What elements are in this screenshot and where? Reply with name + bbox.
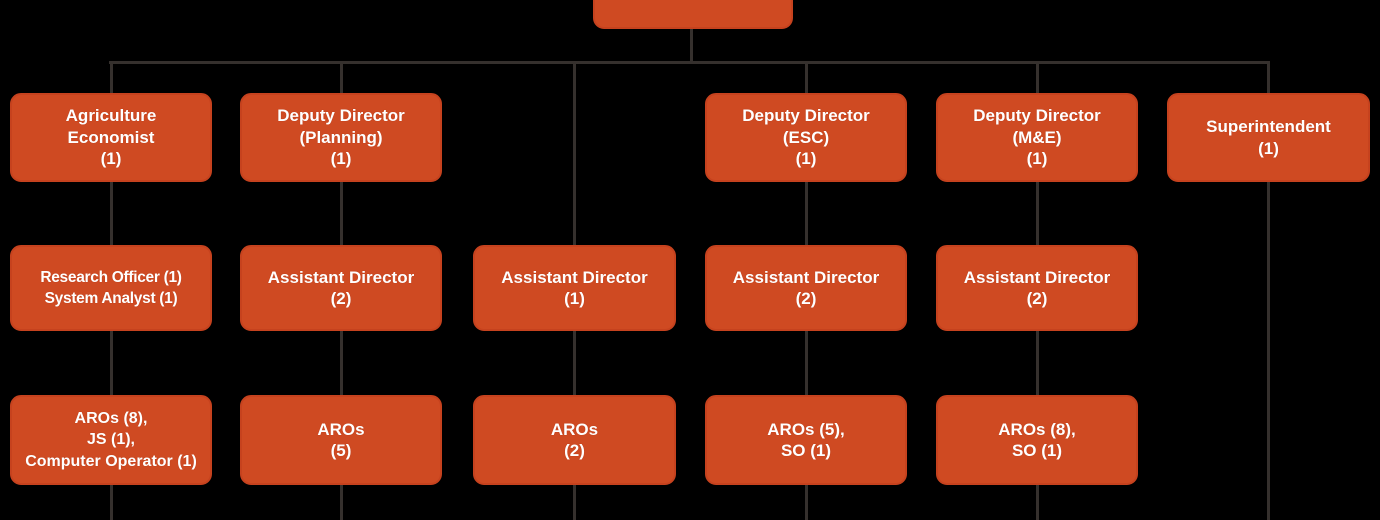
node-label-line: (2) (564, 441, 585, 460)
org-node-deputy-director-planning: Deputy Director (Planning) (1) (240, 93, 442, 182)
node-label-line: Research Officer (1) (40, 269, 182, 286)
node-label-line: Computer Operator (1) (25, 452, 197, 470)
org-node-aros-5-so-1: AROs (5), SO (1) (705, 395, 907, 485)
org-node-superintendent: Superintendent (1) (1167, 93, 1370, 182)
node-label-line: Deputy Director (973, 106, 1101, 126)
node-label-line: (Planning) (299, 127, 383, 147)
connector-col3-mid2 (573, 330, 576, 397)
connector-col1-bottom (110, 484, 113, 520)
node-label-line: (2) (330, 289, 352, 308)
node-label-line: (1) (1258, 138, 1279, 158)
org-node-deputy-director-esc: Deputy Director (ESC) (1) (705, 93, 907, 182)
node-label-line: Deputy Director (742, 106, 870, 126)
node-label-line: Assistant Director (732, 267, 880, 287)
connector-col6-top (1267, 61, 1270, 94)
org-node-root (593, 0, 793, 29)
connector-col5-mid1 (1036, 181, 1039, 247)
connector-col5-top (1036, 61, 1039, 94)
node-label-line: (2) (795, 289, 817, 308)
org-node-aros-2: AROs (2) (473, 395, 676, 485)
node-label-line: Agriculture (65, 106, 157, 126)
node-label-line: (5) (330, 441, 352, 460)
connector-col2-bottom (340, 484, 343, 520)
node-label-line: Superintendent (1206, 117, 1331, 136)
node-label-line: (1) (330, 149, 352, 169)
node-label-line: (1) (100, 149, 122, 169)
connector-col2-mid1 (340, 181, 343, 247)
node-label-line: (M&E) (1012, 127, 1062, 147)
node-label-line: AROs (8), (74, 409, 148, 427)
connector-col4-top (805, 61, 808, 94)
org-node-deputy-director-me: Deputy Director (M&E) (1) (936, 93, 1138, 182)
connector-col5-mid2 (1036, 330, 1039, 397)
connector-col4-mid1 (805, 181, 808, 247)
connector-root-drop (690, 29, 693, 62)
connector-col1-top (110, 61, 113, 94)
org-node-assistant-director-esc: Assistant Director (2) (705, 245, 907, 331)
node-label-line: JS (1), (86, 431, 135, 449)
org-node-aros-8-so-1: AROs (8), SO (1) (936, 395, 1138, 485)
connector-col6-long (1267, 181, 1270, 520)
connector-col3-bottom (573, 484, 576, 520)
node-label-line: System Analyst (1) (44, 290, 178, 307)
org-node-agriculture-economist: Agriculture Economist (1) (10, 93, 212, 182)
connector-col2-mid2 (340, 330, 343, 397)
node-label-line: SO (1) (1011, 441, 1063, 460)
node-label-line: AROs (317, 419, 365, 439)
connector-col5-bottom (1036, 484, 1039, 520)
connector-col4-mid2 (805, 330, 808, 397)
org-node-research-officer-system-analyst: Research Officer (1) System Analyst (1) (10, 245, 212, 331)
node-label-line: Deputy Director (277, 106, 405, 126)
org-node-aros-5: AROs (5) (240, 395, 442, 485)
org-node-assistant-director-planning: Assistant Director (2) (240, 245, 442, 331)
node-label-line: Economist (67, 127, 155, 147)
node-label-line: AROs (5), (767, 419, 845, 439)
node-label-line: (1) (564, 289, 585, 308)
org-node-assistant-director-mid: Assistant Director (1) (473, 245, 676, 331)
connector-col3-top (573, 61, 576, 247)
node-label-line: (1) (1026, 149, 1048, 169)
connector-main-horizontal (109, 61, 1270, 64)
node-label-line: Assistant Director (267, 267, 415, 287)
connector-col2-top (340, 61, 343, 94)
node-label-line: SO (1) (780, 441, 832, 460)
node-label-line: AROs (550, 419, 599, 439)
connector-col1-mid1 (110, 181, 113, 247)
org-node-aros-js-computer-operator: AROs (8), JS (1), Computer Operator (1) (10, 395, 212, 485)
node-label-line: Assistant Director (501, 267, 648, 287)
node-label-line: (1) (795, 149, 817, 169)
node-label-line: (2) (1026, 289, 1048, 308)
connector-col1-mid2 (110, 330, 113, 397)
node-label-line: AROs (8), (998, 419, 1076, 439)
node-label-line: (ESC) (782, 127, 830, 147)
connector-col4-bottom (805, 484, 808, 520)
node-label-line: Assistant Director (963, 267, 1111, 287)
org-node-assistant-director-me: Assistant Director (2) (936, 245, 1138, 331)
